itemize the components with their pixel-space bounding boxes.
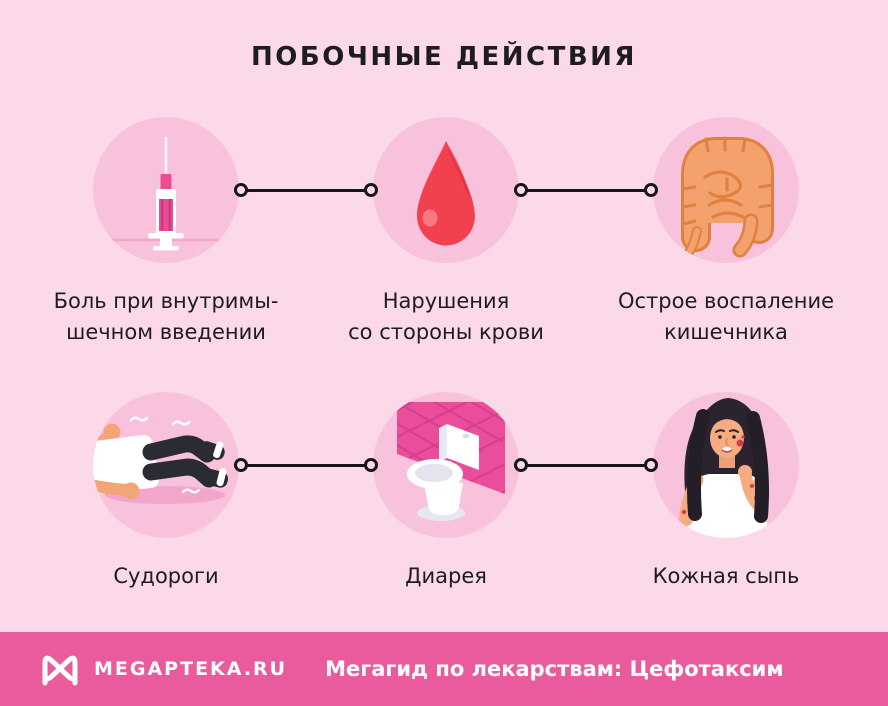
label-line: Нарушения [382, 289, 510, 313]
connector-line [526, 463, 646, 467]
connector [234, 458, 378, 472]
label-line: со стороны крови [348, 320, 544, 344]
label-injection-pain: Боль при внутримы- шечном введении [16, 286, 316, 348]
connector-ring [364, 183, 378, 197]
woman-with-rash-icon [679, 398, 770, 538]
label-line: Диарея [405, 564, 487, 588]
label-skin-rash: Кожная сыпь [576, 561, 876, 592]
label-blood-disorders: Нарушения со стороны крови [296, 286, 596, 348]
connector-line [526, 188, 646, 192]
icon-circle-bowel-inflammation [653, 117, 799, 263]
label-line: шечном введении [66, 320, 266, 344]
label-seizures: Судороги [16, 561, 316, 592]
connector-ring [644, 458, 658, 472]
icon-circle-diarrhea [373, 392, 519, 538]
footer-bar: MEGAPTEKA.RU Мегагид по лекарствам: Цефо… [0, 632, 888, 706]
label-line: Судороги [113, 564, 219, 588]
icon-circle-seizures [93, 392, 239, 538]
connector-line [246, 463, 366, 467]
toilet-icon [397, 402, 505, 521]
page-title: ПОБОЧНЫЕ ДЕЙСТВИЯ [251, 42, 637, 72]
connector-ring [364, 458, 378, 472]
icon-circle-blood-disorders [373, 117, 519, 263]
label-diarrhea: Диарея [296, 561, 596, 592]
syringe-icon [105, 137, 227, 251]
connector-line [246, 188, 366, 192]
intestines-icon [681, 136, 774, 259]
megapteka-m-logo-icon [42, 655, 78, 686]
icon-circle-skin-rash [653, 392, 799, 538]
icon-circle-injection-pain [93, 117, 239, 263]
connector-ring [644, 183, 658, 197]
connector [514, 183, 658, 197]
brand-name: MEGAPTEKA.RU [94, 658, 288, 680]
connector [234, 183, 378, 197]
label-line: Боль при внутримы- [53, 289, 279, 313]
footer-tagline: Мегагид по лекарствам: Цефотаксим [325, 657, 784, 681]
connector [514, 458, 658, 472]
blood-drop-icon [417, 141, 475, 246]
label-line: Острое воспаление [617, 289, 835, 313]
label-line: Кожная сыпь [652, 564, 800, 588]
label-line: кишечника [664, 320, 788, 344]
convulsing-person-icon [93, 416, 229, 504]
label-bowel-inflammation: Острое воспаление кишечника [576, 286, 876, 348]
